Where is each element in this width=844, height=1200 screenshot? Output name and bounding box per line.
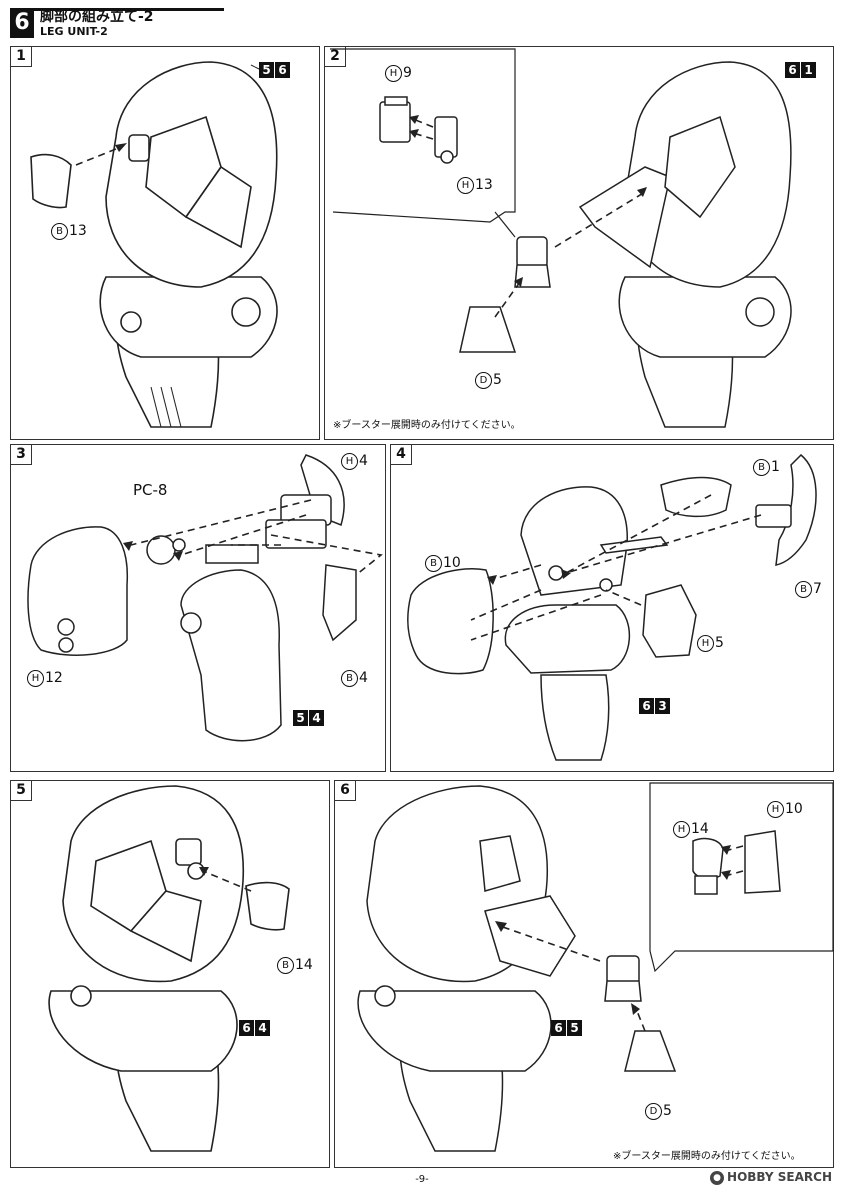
- panel-number: 3: [10, 444, 32, 465]
- panel-number: 4: [390, 444, 412, 465]
- step-number: 6: [10, 8, 34, 38]
- leg-drawing-2: [330, 48, 792, 428]
- title-japanese: 脚部の組み立て-2: [40, 9, 154, 25]
- title-english: LEG UNIT-2: [40, 25, 108, 38]
- panel-number: 6: [334, 780, 356, 801]
- leg-drawing-4: [406, 453, 817, 761]
- watermark: ●HOBBY SEARCH: [710, 1170, 832, 1185]
- booster-note: ※ブースター展開時のみ付けてください。: [333, 420, 521, 431]
- leg-drawing-3: [27, 454, 383, 742]
- panel-number: 1: [10, 46, 32, 67]
- leg-drawing-1: [30, 61, 278, 428]
- pc-8-label: PC-8: [133, 481, 168, 499]
- header-rule: [10, 8, 224, 45]
- leg-drawing-5: [48, 785, 290, 1152]
- panel-number: 2: [324, 46, 346, 67]
- booster-note: ※ブースター展開時のみ付けてください。: [613, 1151, 801, 1162]
- page-number: -9-: [415, 1174, 429, 1185]
- panel-step-2: 2: [324, 46, 834, 440]
- watermark-logo-icon: ●: [710, 1171, 725, 1185]
- panel-number: 5: [10, 780, 32, 801]
- leg-drawing-6: [357, 782, 834, 1152]
